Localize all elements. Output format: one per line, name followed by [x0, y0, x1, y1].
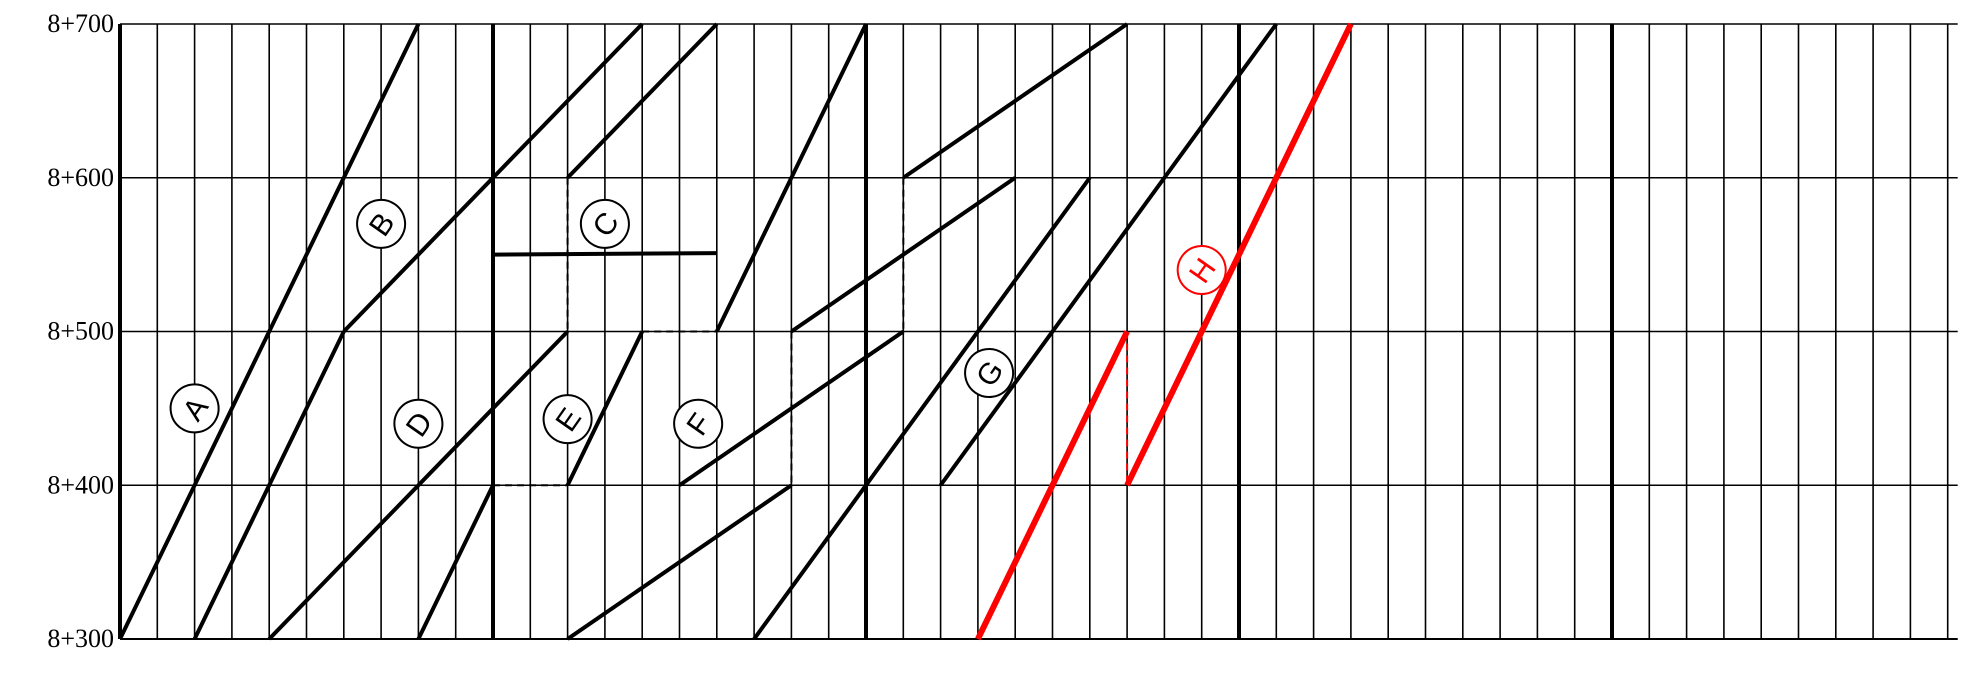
series-label-circle: [673, 398, 724, 449]
series-labels: A B C D E F G H: [169, 198, 1227, 449]
y-axis-ticks: 8+300 8+400 8+500 8+600 8+700: [47, 9, 114, 653]
series-segment: [938, 22, 1278, 487]
series-segment: [752, 176, 1092, 641]
series-label-f: F: [673, 398, 724, 449]
series-segment: [118, 23, 421, 640]
series-g: [752, 22, 1278, 641]
series-label-d: D: [393, 398, 444, 449]
series-segment: [789, 23, 868, 179]
y-tick-label: 8+600: [47, 163, 114, 192]
series-segment: [192, 330, 346, 640]
series-label-e: E: [542, 394, 593, 445]
series-label-c: C: [579, 198, 630, 249]
series-segment: [267, 330, 570, 641]
series-label-circle: [542, 394, 593, 445]
series-segment: [1124, 22, 1354, 487]
chart-grid: [118, 23, 1958, 640]
series-a: [118, 23, 421, 640]
series-label-circle: [356, 198, 407, 249]
series-e: [493, 23, 868, 487]
series-label-a: A: [169, 383, 220, 434]
series-segment: [416, 484, 495, 640]
series-label-circle: [579, 198, 630, 249]
series-label-h: H: [1176, 245, 1227, 295]
series-label-circle: [964, 348, 1015, 399]
series-segment: [715, 176, 794, 333]
series-label-circle: [169, 383, 220, 434]
series-label-circle: [1176, 245, 1227, 295]
series-h: [975, 22, 1354, 641]
series-segment: [975, 330, 1130, 641]
series-f: [566, 22, 1129, 641]
series-segment: [342, 22, 644, 333]
series-label-g: G: [964, 348, 1015, 399]
y-tick-label: 8+500: [47, 317, 114, 346]
series-segment: [566, 22, 719, 180]
series-segment: [492, 251, 717, 257]
series-segment: [902, 22, 1129, 180]
series-b: [192, 22, 644, 640]
series-segment: [565, 330, 644, 487]
chart-series: [118, 22, 1354, 641]
series-c: [492, 22, 719, 332]
y-tick-label: 8+400: [47, 470, 114, 499]
series-d: [267, 330, 570, 641]
series-label-circle: [393, 398, 444, 449]
series-segment: [566, 483, 793, 641]
series-label-b: B: [356, 198, 407, 249]
y-tick-label: 8+300: [47, 624, 114, 653]
y-tick-label: 8+700: [47, 9, 114, 38]
